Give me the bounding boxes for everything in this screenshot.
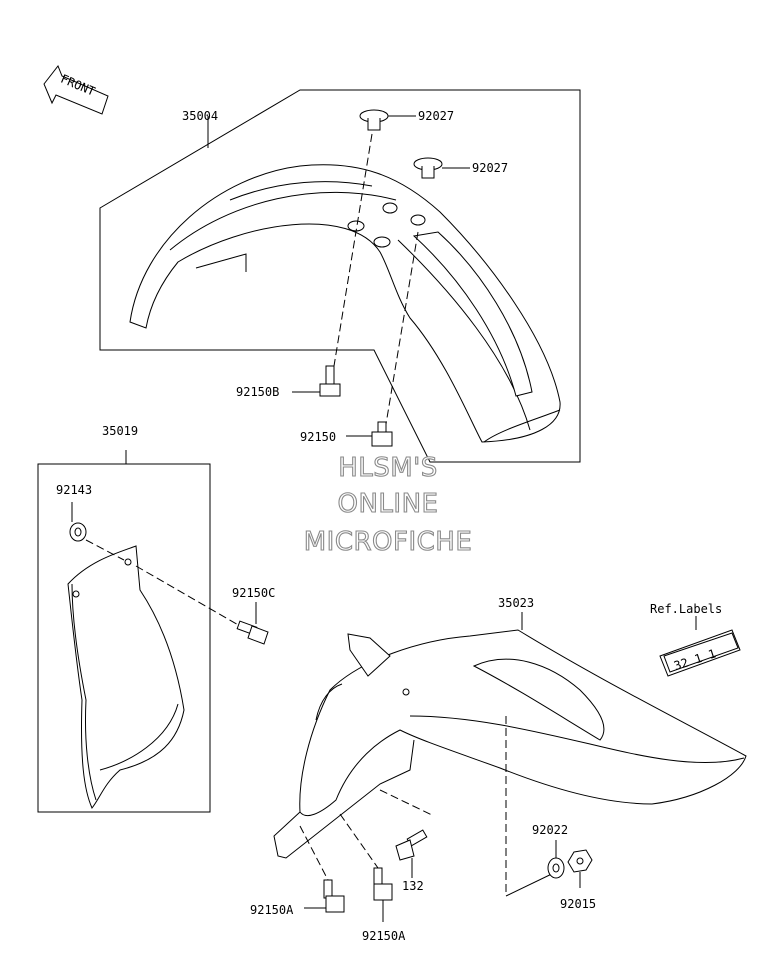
bolt-132 xyxy=(395,829,428,878)
bolt-a-bottom-dash xyxy=(339,813,379,869)
washer-92022 xyxy=(547,840,565,879)
front-fender xyxy=(129,164,561,443)
label-35019: 35019 xyxy=(102,424,138,438)
rear-fender xyxy=(273,612,747,859)
cap-bolt-upper xyxy=(333,109,416,367)
label-92022: 92022 xyxy=(532,823,568,837)
label-132: 132 xyxy=(402,879,424,893)
cap-bolt-right xyxy=(385,157,470,425)
label-35004: 35004 xyxy=(182,109,218,123)
nut-92015 xyxy=(567,849,593,888)
bolt-92150 xyxy=(346,421,393,447)
bolt-a-left-dash xyxy=(299,825,329,881)
watermark-line-3: MICROFICHE xyxy=(304,527,473,557)
bolt-92150b xyxy=(292,365,341,397)
ref-label-sticker: 32 1 1 xyxy=(659,616,741,677)
collar-92143 xyxy=(69,502,125,561)
label-92150: 92150 xyxy=(300,430,336,444)
front-arrow: FRONT xyxy=(43,65,109,115)
label-92150b: 92150B xyxy=(236,385,279,399)
bolt-92150a-left xyxy=(304,879,345,913)
label-92015: 92015 xyxy=(560,897,596,911)
watermark-line-2: ONLINE xyxy=(338,489,439,519)
label-92143: 92143 xyxy=(56,483,92,497)
bolt-92150c xyxy=(135,565,269,645)
label-92027-upper: 92027 xyxy=(418,109,454,123)
watermark-line-1: HLSM'S xyxy=(338,453,438,483)
mud-flap xyxy=(67,545,185,809)
label-92150a-left: 92150A xyxy=(250,903,294,917)
front-fender-group-box xyxy=(99,89,581,463)
label-35023: 35023 xyxy=(498,596,534,610)
label-ref-labels: Ref.Labels xyxy=(650,602,722,616)
label-92027-right: 92027 xyxy=(472,161,508,175)
flap-group-box xyxy=(37,463,211,813)
bolt-92150a-bottom xyxy=(373,867,393,922)
label-92150c: 92150C xyxy=(232,586,275,600)
label-92150a-bottom: 92150A xyxy=(362,929,406,943)
bolt-132-dash xyxy=(379,789,435,817)
